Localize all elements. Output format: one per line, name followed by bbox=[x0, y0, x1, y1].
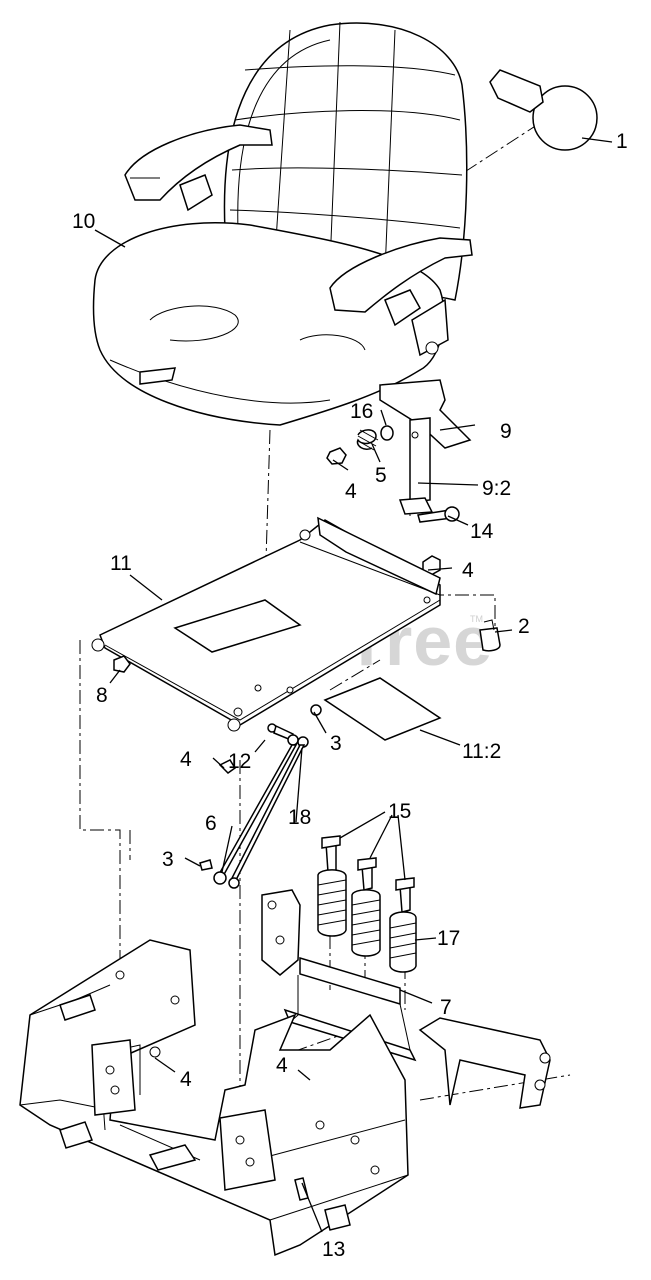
seat-assembly bbox=[92, 21, 473, 426]
callout-6: 6 bbox=[205, 812, 217, 835]
callout-17: 17 bbox=[437, 927, 460, 950]
leader-lines bbox=[94, 137, 613, 1233]
callout-18: 18 bbox=[288, 806, 311, 829]
callout-9-2: 9:2 bbox=[482, 477, 511, 500]
callout-14: 14 bbox=[470, 520, 494, 543]
linkage-assembly bbox=[199, 723, 309, 889]
watermark-trademark: TM bbox=[470, 614, 483, 624]
callout-1: 1 bbox=[616, 130, 628, 153]
frame-chassis bbox=[19, 939, 409, 1257]
bolt-14 bbox=[417, 506, 460, 523]
callout-4-plate-nut: 4 bbox=[462, 559, 474, 582]
plate-pad bbox=[323, 677, 442, 741]
callout-4-spring-nut: 4 bbox=[345, 480, 357, 503]
callout-8: 8 bbox=[96, 684, 108, 707]
callout-5: 5 bbox=[375, 464, 387, 487]
callout-12: 12 bbox=[228, 750, 251, 773]
seat-bracket bbox=[379, 379, 472, 515]
callout-9: 9 bbox=[500, 420, 512, 443]
nut-3-upper bbox=[310, 704, 322, 716]
callout-2: 2 bbox=[518, 615, 530, 638]
callout-7: 7 bbox=[440, 996, 452, 1019]
callout-3-lower: 3 bbox=[162, 848, 174, 871]
callout-10: 10 bbox=[72, 210, 95, 233]
seat-plate bbox=[91, 516, 441, 732]
callout-4-link-nut: 4 bbox=[180, 748, 192, 771]
callout-labels: 1 2 3 3 4 4 4 4 4 5 6 7 8 9 9:2 10 11 11… bbox=[72, 130, 628, 1261]
callout-11-2: 11:2 bbox=[462, 740, 501, 763]
callout-16: 16 bbox=[350, 400, 373, 423]
seat-key-part bbox=[489, 69, 598, 151]
callout-11: 11 bbox=[110, 552, 132, 575]
callout-4-bracket-nut: 4 bbox=[276, 1054, 288, 1077]
spring-hardware bbox=[326, 425, 394, 465]
callout-13: 13 bbox=[322, 1238, 345, 1261]
bolt-8 bbox=[113, 655, 131, 673]
callout-4-frame-nut: 4 bbox=[180, 1068, 192, 1091]
rubber-bumper bbox=[479, 619, 501, 652]
callout-15: 15 bbox=[388, 800, 411, 823]
callout-3-upper: 3 bbox=[330, 732, 342, 755]
